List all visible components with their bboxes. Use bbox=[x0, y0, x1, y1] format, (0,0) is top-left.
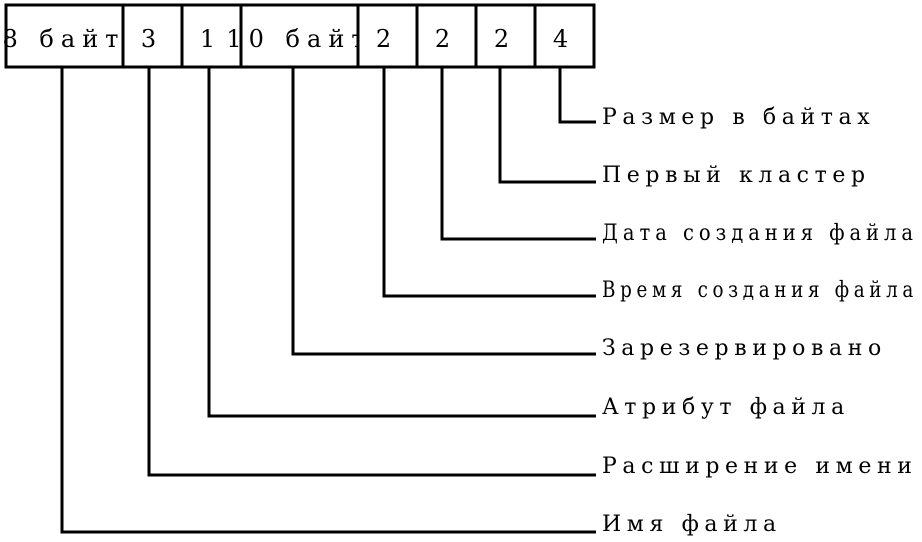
field-box-date: 2 bbox=[415, 3, 478, 69]
label-name: Имя файла bbox=[602, 512, 782, 537]
field-box-name: 8 байт bbox=[3, 3, 126, 69]
field-size-date: 2 bbox=[435, 25, 457, 53]
label-time: Время создания файла bbox=[602, 278, 918, 303]
leader-line-cluster bbox=[498, 67, 596, 184]
field-size-cluster: 2 bbox=[494, 25, 516, 53]
field-box-reserved: 10 байт bbox=[226, 3, 371, 69]
field-size-name: 8 байт bbox=[3, 25, 126, 53]
leader-line-reserved bbox=[291, 67, 596, 356]
leader-line-name bbox=[60, 67, 596, 534]
field-size-reserved: 10 байт bbox=[226, 25, 371, 53]
field-size-time: 2 bbox=[376, 25, 398, 53]
leader-line-time bbox=[382, 67, 596, 298]
field-box-cluster: 2 bbox=[474, 3, 537, 69]
leader-line-extension bbox=[147, 67, 596, 477]
leader-lines bbox=[60, 67, 596, 534]
label-filesize: Размер в байтах bbox=[602, 105, 875, 130]
label-extension: Расширение имени bbox=[602, 454, 918, 479]
field-box-filesize: 4 bbox=[533, 3, 596, 69]
leader-line-attribute bbox=[207, 67, 596, 418]
field-box-attribute: 1 bbox=[180, 3, 243, 69]
leader-line-filesize bbox=[558, 67, 596, 124]
field-size-filesize: 4 bbox=[553, 25, 575, 53]
label-date: Дата создания файла bbox=[602, 221, 918, 246]
field-size-attribute: 1 bbox=[200, 25, 222, 53]
label-reserved: Зарезервировано bbox=[602, 336, 887, 361]
field-size-extension: 3 bbox=[141, 25, 163, 53]
field-box-time: 2 bbox=[356, 3, 419, 69]
field-labels: Размер в байтах Первый кластер Дата созд… bbox=[602, 105, 918, 537]
leader-line-date bbox=[440, 67, 596, 241]
label-cluster: Первый кластер bbox=[602, 163, 871, 188]
label-attribute: Атрибут файла bbox=[602, 395, 850, 420]
field-box-extension: 3 bbox=[121, 3, 184, 69]
record-row: 8 байт 3 1 10 байт 2 2 2 4 bbox=[3, 3, 596, 69]
